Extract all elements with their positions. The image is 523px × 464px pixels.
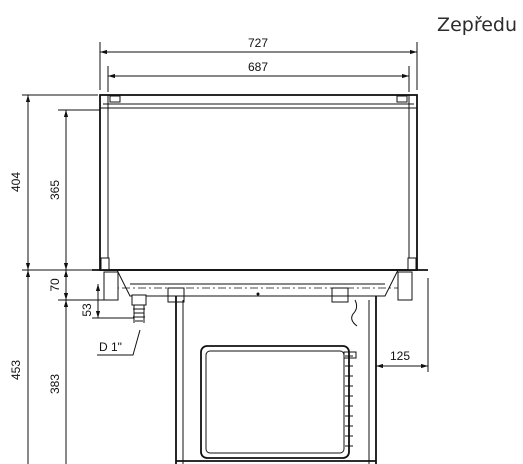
dim-inner-width: 687 — [248, 60, 268, 74]
upper-cabinet — [99, 94, 418, 271]
view-title: Zepředu — [437, 14, 517, 36]
dim-base-gap: 70 — [48, 278, 62, 292]
dim-pipe-label: D 1" — [99, 340, 122, 354]
dim-pipe-offset: 53 — [80, 303, 94, 317]
dim-upper-height: 404 — [9, 172, 23, 192]
dimension-lines — [22, 42, 429, 464]
tray — [103, 269, 413, 327]
dim-lower-height: 453 — [9, 360, 23, 380]
lower-unit — [175, 296, 377, 464]
dim-upper-inner-height: 365 — [48, 180, 62, 200]
dim-lower-inner-height: 383 — [48, 374, 62, 394]
dim-overall-width: 727 — [248, 36, 268, 50]
dim-side-offset: 125 — [390, 349, 410, 363]
drain-pipe — [131, 294, 147, 323]
